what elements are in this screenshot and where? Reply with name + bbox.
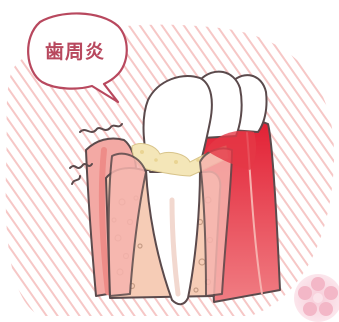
flower-icon (294, 274, 339, 322)
condition-label: 歯周炎 (30, 37, 120, 67)
